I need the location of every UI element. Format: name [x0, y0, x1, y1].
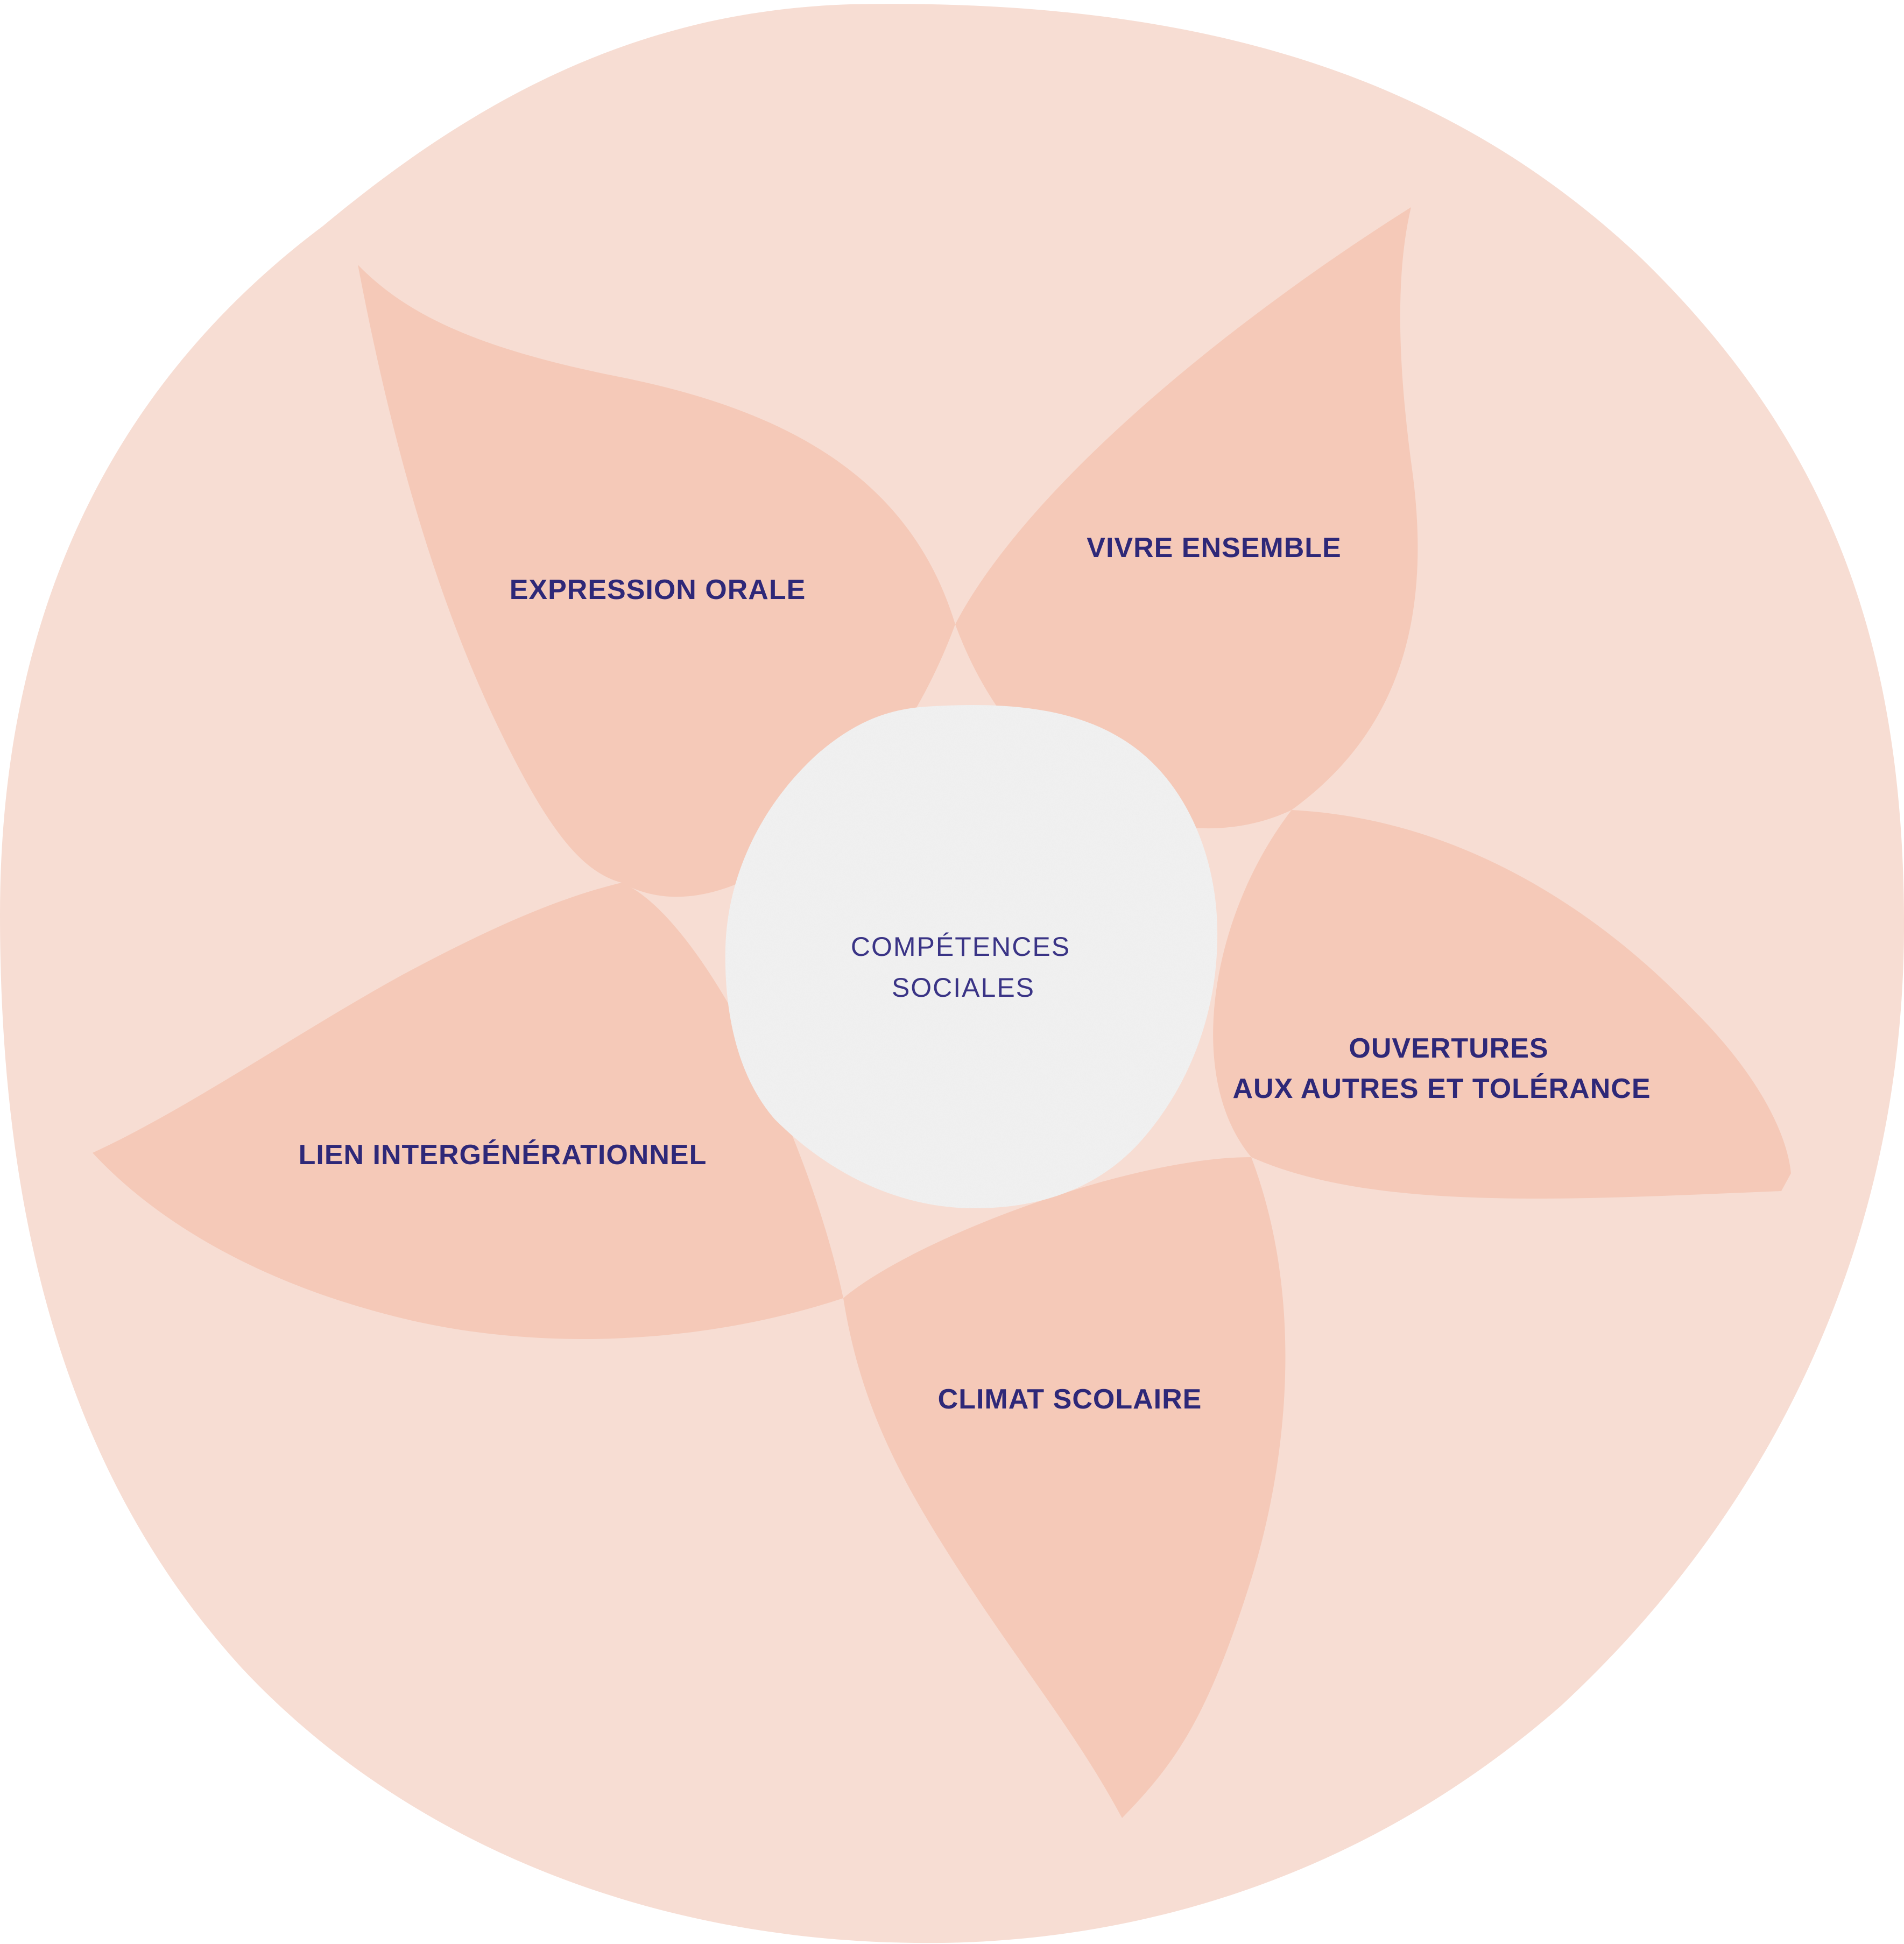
petal-label-ouvertures-line-1: OUVERTURES	[1349, 1033, 1548, 1064]
center-label: COMPÉTENCES SOCIALES	[851, 932, 1070, 1003]
petal-ouvertures	[1213, 810, 1791, 1199]
petal-labels: EXPRESSION ORALE VIVRE ENSEMBLE OUVERTUR…	[299, 532, 1651, 1415]
petal-label-climat-scolaire: CLIMAT SCOLAIRE	[938, 1384, 1202, 1415]
petal-label-vivre-ensemble: VIVRE ENSEMBLE	[1087, 532, 1341, 564]
center-circle	[725, 705, 1218, 1208]
petal-label-expression-orale: EXPRESSION ORALE	[510, 574, 806, 605]
petal-climat-scolaire	[843, 1157, 1286, 1818]
petals-group	[93, 207, 1791, 1818]
petal-expression-orale	[358, 265, 955, 897]
center-label-line-2: SOCIALES	[892, 973, 1035, 1003]
petal-vivre-ensemble	[955, 207, 1418, 829]
petal-label-ouvertures-line-2: AUX AUTRES ET TOLÉRANCE	[1232, 1073, 1651, 1104]
petal-label-lien-intergenerationnel: LIEN INTERGÉNÉRATIONNEL	[299, 1139, 707, 1171]
center-label-line-1: COMPÉTENCES	[851, 932, 1070, 962]
petal-lien-intergenerationnel	[93, 883, 843, 1339]
